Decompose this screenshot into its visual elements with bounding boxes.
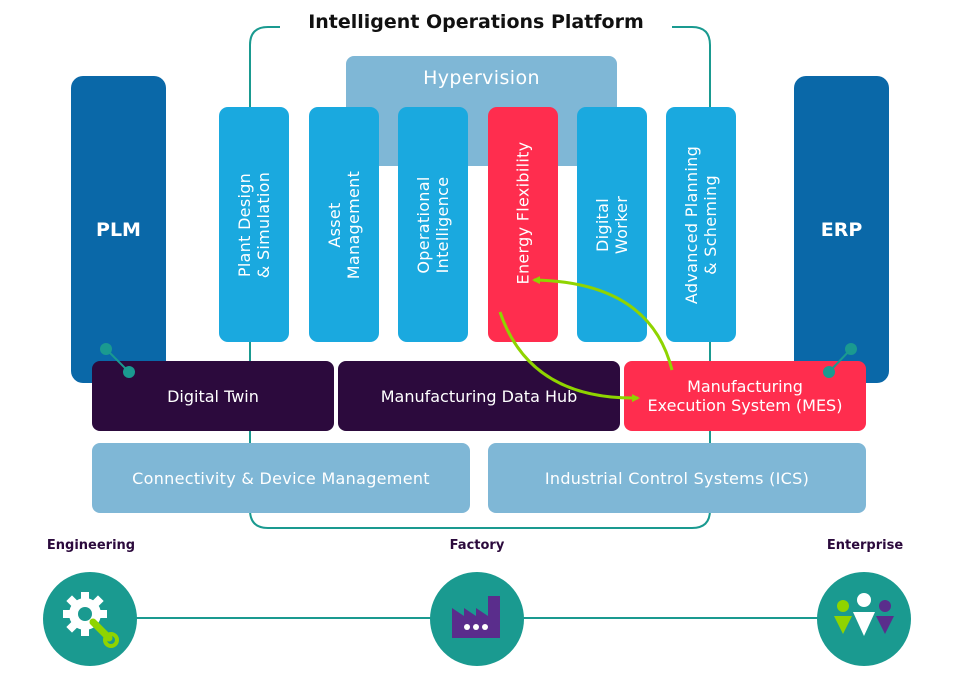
- column-energy-flexibility: Energy Flexibility: [488, 107, 558, 342]
- erp-link-node: [823, 343, 857, 378]
- digital-twin-label: Digital Twin: [167, 386, 259, 406]
- arrow-mes-to-energy: [532, 276, 674, 371]
- platform-title: Intelligent Operations Platform: [290, 11, 662, 33]
- erp-block: ERP: [794, 76, 889, 383]
- ics-block: Industrial Control Systems (ICS): [488, 443, 866, 513]
- data-hub-label: Manufacturing Data Hub: [380, 386, 578, 406]
- connectivity-block: Connectivity & Device Management: [92, 443, 470, 513]
- connectivity-label: Connectivity & Device Management: [132, 468, 430, 488]
- plm-label: PLM: [96, 219, 141, 241]
- data-hub-block: Manufacturing Data Hub: [338, 361, 620, 431]
- plm-link-node: [100, 343, 135, 378]
- engineering-circle: [43, 572, 137, 666]
- factory-icon: [452, 596, 500, 638]
- column-plant-design: Plant Design& Simulation: [219, 107, 289, 342]
- factory-circle: [430, 572, 524, 666]
- ics-label: Industrial Control Systems (ICS): [544, 468, 810, 488]
- hypervision-label: Hypervision: [423, 67, 540, 89]
- people-icon: [834, 593, 894, 636]
- column-advanced-planning: Advanced Planning& Scheming: [666, 107, 736, 342]
- category-engineering-label: Engineering: [46, 538, 136, 553]
- gear-wrench-icon: [63, 592, 119, 648]
- hypervision-block: Hypervision: [346, 56, 617, 166]
- category-enterprise-label: Enterprise: [826, 538, 904, 553]
- arrow-energy-to-mes: [498, 311, 640, 403]
- plm-block: PLM: [71, 76, 166, 383]
- enterprise-circle: [817, 572, 911, 666]
- category-factory-label: Factory: [449, 538, 505, 553]
- erp-label: ERP: [820, 219, 863, 241]
